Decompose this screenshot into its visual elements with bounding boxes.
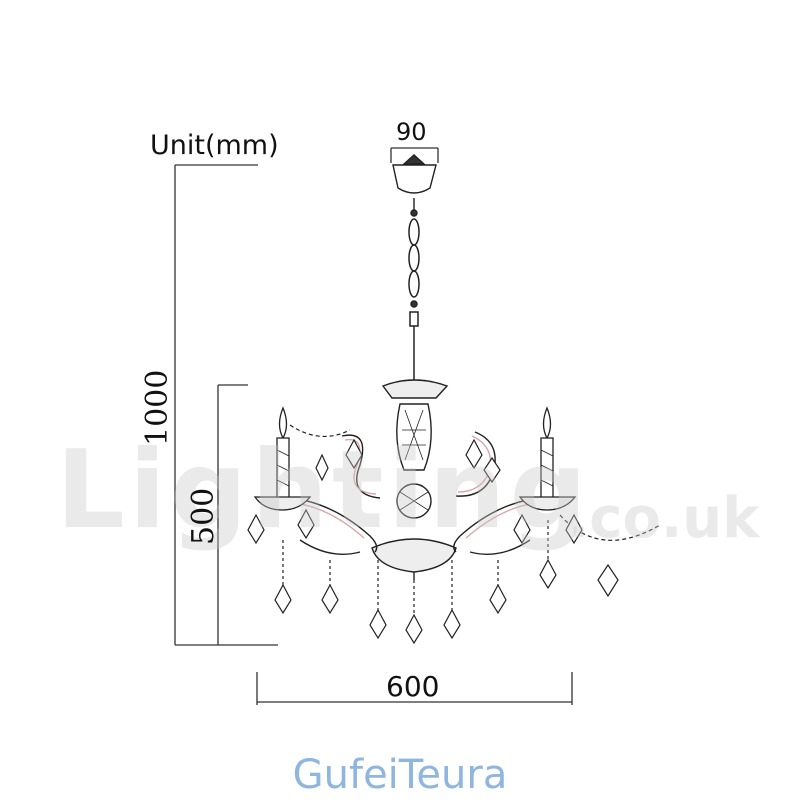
bead-swags: [289, 424, 661, 541]
body-height-label: 500: [186, 487, 221, 545]
suspension-chain: [408, 218, 420, 380]
overall-width-label: 600: [386, 670, 440, 703]
central-column: [371, 379, 457, 580]
crystal-drops: [247, 438, 619, 645]
unit-label: Unit(mm): [150, 130, 279, 161]
ceiling-canopy: [392, 154, 437, 217]
watermark-domain: .co.uk: [568, 486, 760, 551]
dimension-lines: [174, 147, 573, 705]
candle-right: [518, 406, 577, 511]
brand-name: GufeiTeura: [292, 752, 508, 798]
canopy-width-label: 90: [396, 118, 427, 146]
overall-height-label: 1000: [140, 369, 175, 446]
watermark-main: Lighting: [56, 428, 591, 553]
candle-left: [253, 406, 312, 511]
